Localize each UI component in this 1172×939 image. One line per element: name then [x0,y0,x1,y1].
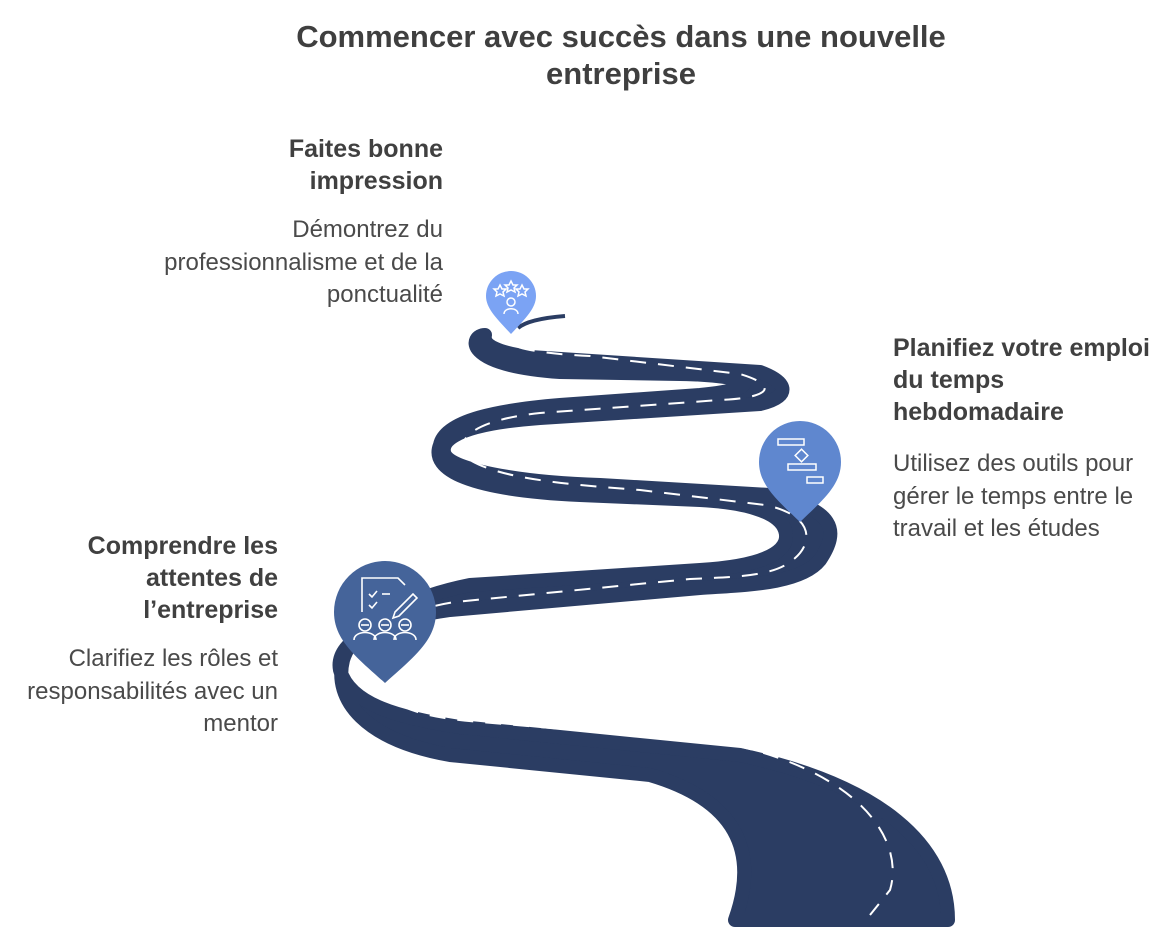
milestone-heading: Planifiez votre emploi du temps hebdomad… [893,334,1151,426]
milestone-faites-bonne-impression: Faites bonne impression Démontrez du pro… [150,133,443,312]
milestone-description: Démontrez du professionnalisme et de la … [164,216,443,308]
checklist-team-icon [353,577,419,641]
milestone-description: Clarifiez les rôles et responsabilités a… [27,645,278,737]
pin-faites-bonne-impression [486,271,536,334]
gantt-schedule-icon [777,438,824,484]
road-center-line [368,329,894,916]
milestone-planifiez-emploi-du-temps: Planifiez votre emploi du temps hebdomad… [893,332,1153,546]
milestone-heading: Comprendre les attentes de l’entreprise [87,532,278,624]
page-title: Commencer avec succès dans une nouvelle … [296,19,946,91]
milestone-heading: Faites bonne impression [288,135,443,195]
stars-person-icon [492,279,530,315]
road [332,328,955,927]
milestone-comprendre-attentes: Comprendre les attentes de l’entreprise … [10,530,278,741]
pin-comprendre-attentes [334,561,436,683]
road-tail [516,314,566,330]
milestone-description: Utilisez des outils pour gérer le temps … [893,450,1134,542]
pin-planifiez-emploi-du-temps [759,421,841,522]
